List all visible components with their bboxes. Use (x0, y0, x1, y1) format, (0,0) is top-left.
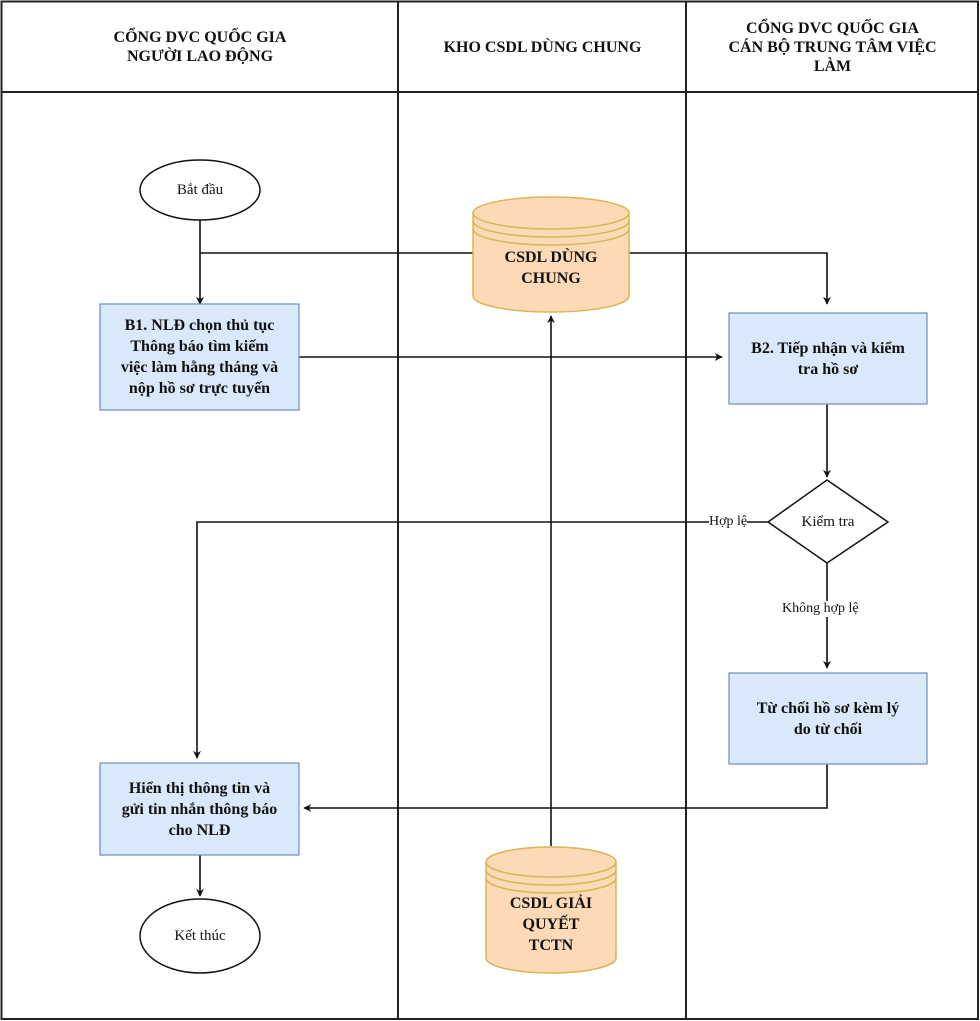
display-process-box (99, 762, 300, 856)
reject-process-box (728, 672, 928, 765)
edge-csdl-to-b2 (627, 252, 831, 305)
check-decision (766, 479, 890, 564)
b2-process-box (728, 312, 928, 405)
b2-label: B2. Tiếp nhận và kiểm tra hồ sơ (751, 339, 905, 378)
csdl-tctn-label: CSDL GIẢI QUYẾT TCTN (509, 894, 593, 954)
edge-label-valid: Hợp lệ (709, 514, 748, 530)
edge-check-valid (193, 521, 768, 759)
start-node (139, 159, 261, 221)
lane-header-worker: CỔNG DVC QUỐC GIA NGƯỜI LAO ĐỘNG (113, 29, 287, 65)
edge-reject-to-display (303, 764, 828, 812)
csdl-shared-cylinder (472, 196, 630, 313)
b1-process-box (99, 303, 300, 411)
lane-header-shared-db: KHO CSDL DÙNG CHUNG (443, 38, 642, 56)
end-node (139, 898, 261, 974)
reject-label: Từ chối hồ sơ kèm lý do từ chối (756, 699, 900, 738)
b1-label: B1. NLĐ chọn thủ tục Thông báo tìm kiếm … (120, 317, 279, 397)
lane-header-employment-center: CỔNG DVC QUỐC GIA CÁN BỘ TRUNG TÂM VIỆC … (728, 19, 937, 75)
edge-label-invalid: Không hợp lệ (782, 601, 859, 617)
end-label: Kết thúc (174, 928, 226, 944)
display-label: Hiển thị thông tin và gửi tin nhắn thông… (121, 779, 278, 839)
csdl-shared-label: CSDL DÙNG CHUNG (504, 249, 598, 287)
check-label: Kiểm tra (801, 514, 855, 530)
csdl-tctn-cylinder (485, 846, 617, 974)
start-label: Bắt đầu (176, 182, 224, 198)
